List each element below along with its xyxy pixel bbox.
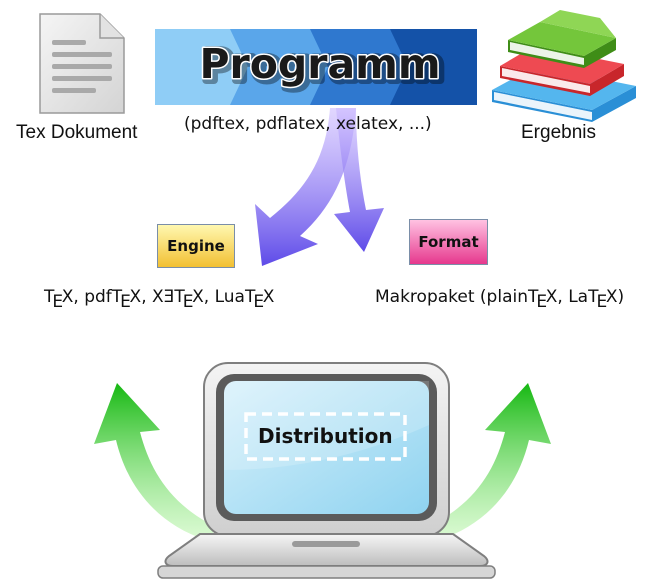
format-badge-label: Format bbox=[418, 233, 479, 251]
distribution-label: Distribution bbox=[258, 424, 393, 448]
arrow-to-engine bbox=[255, 108, 356, 266]
laptop-icon bbox=[157, 362, 496, 579]
program-title: Programm bbox=[199, 40, 440, 88]
document-label: Tex Dokument bbox=[16, 122, 138, 143]
engine-badge: Engine bbox=[157, 224, 235, 268]
document-icon bbox=[39, 13, 125, 114]
program-examples: (pdftex, pdflatex, xelatex, ...) bbox=[184, 114, 432, 134]
engine-badge-label: Engine bbox=[167, 237, 225, 255]
green-arrow-right bbox=[425, 383, 551, 540]
program-bar-segment-1 bbox=[155, 29, 255, 105]
result-label: Ergebnis bbox=[521, 122, 596, 143]
green-arrow-left bbox=[94, 383, 218, 540]
arrow-to-format bbox=[334, 108, 384, 252]
format-badge: Format bbox=[409, 219, 488, 265]
books-icon bbox=[492, 10, 636, 122]
program-title-shadow: Programm bbox=[202, 42, 443, 90]
program-bar-segment-4 bbox=[390, 29, 477, 105]
program-bar: Programm Programm bbox=[155, 29, 477, 105]
program-bar-segment-3 bbox=[310, 29, 415, 105]
engine-list: TEX, pdfTEX, XƎTEX, LuaTEX bbox=[44, 287, 275, 312]
format-list: Makropaket (plainTEX, LaTEX) bbox=[375, 287, 625, 312]
program-bar-segment-2 bbox=[230, 29, 335, 105]
